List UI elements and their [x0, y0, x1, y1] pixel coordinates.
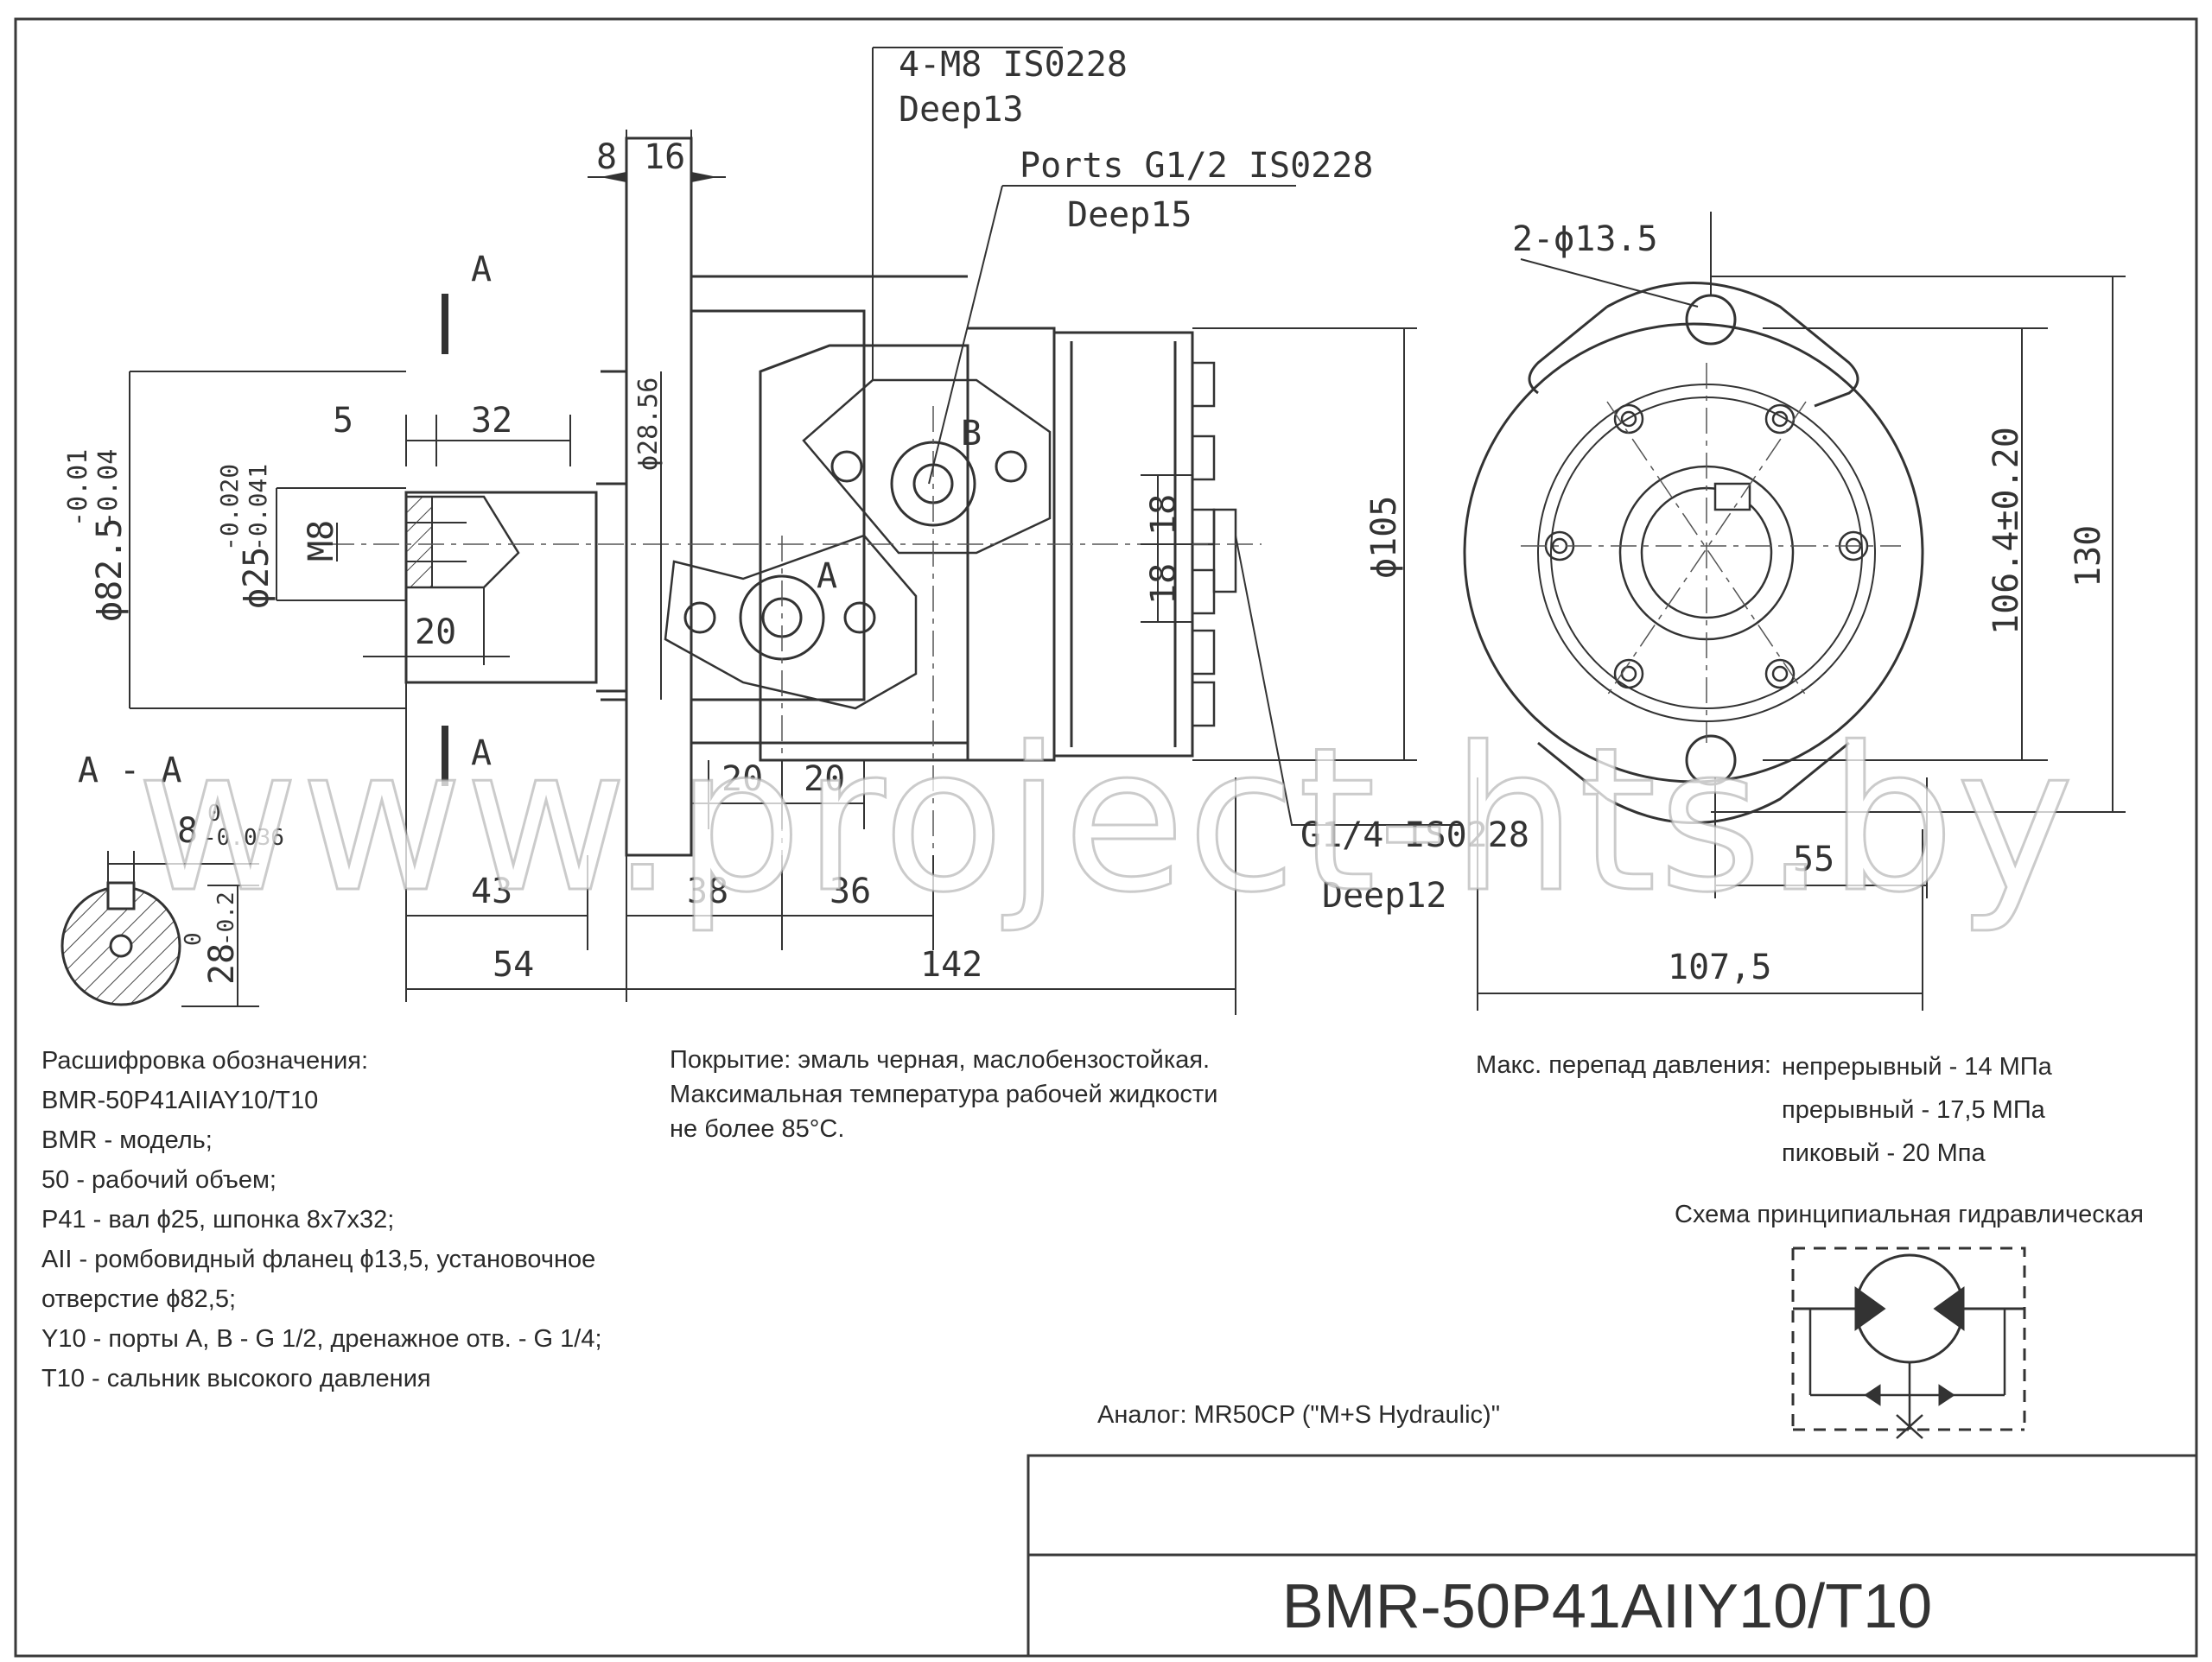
dim-d82-5-tol-lo: -0.04	[93, 449, 124, 527]
decoding-line: отверстие ϕ82,5;	[41, 1285, 237, 1313]
decoding-line: P41 - вал ϕ25, шпонка 8x7x32;	[41, 1206, 395, 1234]
pressure-line: непрерывный - 14 МПа	[1782, 1053, 2052, 1081]
section-label: A - A	[78, 751, 181, 790]
dim-d25-tol-lo: -0.041	[244, 464, 272, 551]
front-view	[1463, 282, 1924, 824]
callout-ports: Ports G1/2 IS0228	[1020, 146, 1373, 186]
dim-len-54: 54	[493, 945, 534, 985]
dim-d25: ϕ25	[237, 547, 276, 609]
section-key-width: 8	[177, 811, 198, 851]
decoding-notes: Расшифровка обозначения: BMR-50P41AIIAY1…	[41, 1041, 602, 1399]
dim-d25-tol-up: -0.020	[215, 464, 244, 551]
callout-drain-depth: Deep12	[1322, 876, 1447, 916]
dim-len-36: 36	[830, 872, 871, 911]
front-dim-106: 106.4±0.20	[1986, 427, 2026, 635]
callout-mount-depth: Deep13	[899, 90, 1024, 130]
front-dim-130: 130	[2069, 525, 2108, 587]
analog-note: Аналог: MR50CP ("M+S Hydraulic)"	[1097, 1401, 1500, 1429]
dim-port-18-upper: 18	[1144, 494, 1184, 536]
hydraulic-schematic	[1791, 1246, 2026, 1439]
port-b-label: B	[961, 414, 982, 454]
callout-drain: G1/4 IS0228	[1300, 815, 1529, 855]
decoding-line: T10 - сальник высокого давления	[41, 1365, 431, 1392]
front-holes: 2-ϕ13.5	[1512, 219, 1658, 259]
dim-port-20-left: 20	[721, 759, 763, 799]
coating-line: не более 85°С.	[670, 1115, 845, 1143]
dim-key-5: 5	[333, 401, 353, 441]
front-dim-55: 55	[1793, 840, 1834, 879]
title-block-frame	[1027, 1454, 2196, 1656]
dim-d82-5: ϕ82.5	[90, 518, 130, 622]
dim-thread-m8: M8	[302, 520, 341, 561]
decoding-line: BMR-50P41AIIAY10/T10	[41, 1087, 319, 1114]
schematic-title: Схема принципиальная гидравлическая	[1675, 1201, 2144, 1228]
dim-len-38: 38	[687, 872, 728, 911]
decoding-line: BMR - модель;	[41, 1126, 213, 1154]
side-view	[328, 136, 1262, 916]
callout-mount-holes: 4-M8 IS0228	[899, 45, 1128, 85]
section-key-height-tol-lo: -0.2	[213, 891, 239, 946]
dim-len-43: 43	[471, 872, 512, 911]
dim-d28-56: ϕ28.56	[633, 377, 664, 471]
dim-flange-8: 8	[596, 137, 617, 177]
side-view-dimensions	[129, 47, 1460, 1015]
front-view-dimensions	[1477, 212, 2126, 1011]
section-key-height-tol-up: 0	[181, 932, 207, 946]
section-mark-bottom: A	[471, 733, 492, 773]
pressure-line: пиковый - 20 Мпа	[1782, 1139, 1986, 1167]
port-a-label: A	[817, 556, 837, 596]
decoding-line: 50 - рабочий объем;	[41, 1166, 276, 1194]
pressure-line: прерывный - 17,5 МПа	[1782, 1096, 2045, 1124]
pressure-label: Макс. перепад давления:	[1476, 1051, 1771, 1079]
sheet-border	[14, 17, 2198, 1658]
callout-ports-depth: Deep15	[1067, 195, 1192, 235]
section-a-a	[60, 851, 259, 1007]
section-key-width-tol-lo: -0.036	[203, 825, 284, 851]
decoding-line: Расшифровка обозначения:	[41, 1047, 369, 1075]
pressure-values: непрерывный - 14 МПа прерывный - 17,5 МП…	[1782, 1045, 2052, 1175]
section-mark-top: A	[471, 250, 492, 289]
dim-port-20-right: 20	[804, 759, 845, 799]
dim-flange-16: 16	[644, 137, 685, 177]
coating-notes: Покрытие: эмаль черная, маслобензостойка…	[670, 1043, 1217, 1146]
dim-shaft-20: 20	[415, 612, 456, 652]
dim-len-142: 142	[920, 945, 982, 985]
dim-port-18-lower: 18	[1144, 563, 1184, 605]
decoding-line: AII - ромбовидный фланец ϕ13,5, установо…	[41, 1246, 596, 1273]
section-key-width-tol-up: 0	[207, 801, 221, 827]
decoding-line: Y10 - порты A, B - G 1/2, дренажное отв.…	[41, 1325, 602, 1353]
coating-line: Покрытие: эмаль черная, маслобензостойка…	[670, 1046, 1211, 1074]
coating-line: Максимальная температура рабочей жидкост…	[670, 1081, 1218, 1108]
front-dim-107-5: 107,5	[1668, 948, 1771, 987]
section-key-height: 28	[202, 943, 242, 985]
title-block-designation: BMR-50P41AIIY10/T10	[1281, 1572, 1933, 1641]
dim-d82-5-tol-up: -0.01	[63, 449, 93, 527]
dim-key-32: 32	[471, 401, 512, 441]
dim-d105: ϕ105	[1364, 496, 1404, 579]
